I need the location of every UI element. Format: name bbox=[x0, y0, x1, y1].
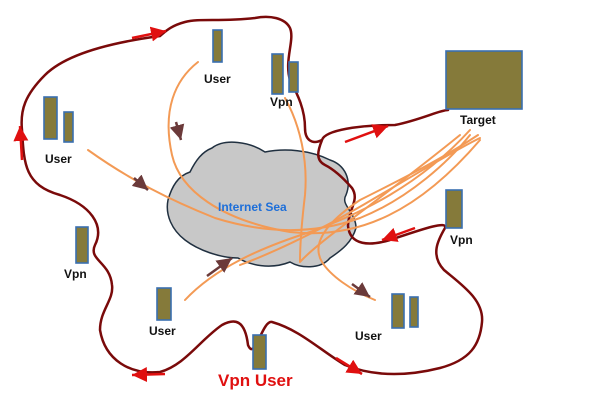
user-bottom-device bbox=[156, 287, 172, 321]
vpn-left-label: Vpn bbox=[64, 267, 87, 281]
arrow bbox=[344, 124, 389, 144]
target-label: Target bbox=[460, 113, 496, 127]
loop-arrows bbox=[13, 26, 416, 383]
vpn-left-device bbox=[75, 226, 89, 264]
target-device bbox=[445, 50, 523, 110]
arrow bbox=[131, 174, 149, 191]
user-top-device bbox=[212, 29, 223, 63]
flow-line bbox=[87, 134, 471, 232]
user-bottom-label: User bbox=[149, 324, 176, 338]
vpn-top-device-b bbox=[288, 61, 299, 93]
arrow bbox=[13, 125, 29, 161]
arrow bbox=[351, 282, 371, 299]
flow-line bbox=[167, 61, 481, 235]
arrow bbox=[335, 356, 363, 376]
arrow bbox=[131, 26, 167, 42]
user-top-label: User bbox=[204, 72, 231, 86]
user-left-label: User bbox=[45, 152, 72, 166]
vpn-top-device-a bbox=[271, 53, 284, 95]
user-left-device-a bbox=[43, 96, 58, 140]
arrow bbox=[206, 256, 233, 278]
arrow bbox=[381, 226, 416, 242]
vpn-right-label: Vpn bbox=[450, 233, 473, 247]
vpn-route-loop bbox=[20, 15, 484, 376]
small-arrows bbox=[131, 121, 371, 299]
cloud-label: Internet Sea bbox=[218, 200, 287, 214]
flow-line bbox=[284, 97, 461, 263]
vpn-user-label: Vpn User bbox=[218, 371, 293, 390]
arrow bbox=[169, 121, 185, 141]
devices bbox=[43, 29, 523, 370]
arrow bbox=[131, 367, 166, 383]
vpn-top-label: Vpn bbox=[270, 95, 293, 109]
flow-line bbox=[239, 137, 481, 266]
user-left-device-b bbox=[63, 111, 74, 143]
vpn-user-device bbox=[252, 334, 267, 370]
user-bottom-right-label: User bbox=[355, 329, 382, 343]
vpn-right-device bbox=[445, 189, 463, 229]
user-bottom-right-device-b bbox=[409, 296, 419, 328]
user-bottom-right-device-a bbox=[391, 293, 405, 329]
